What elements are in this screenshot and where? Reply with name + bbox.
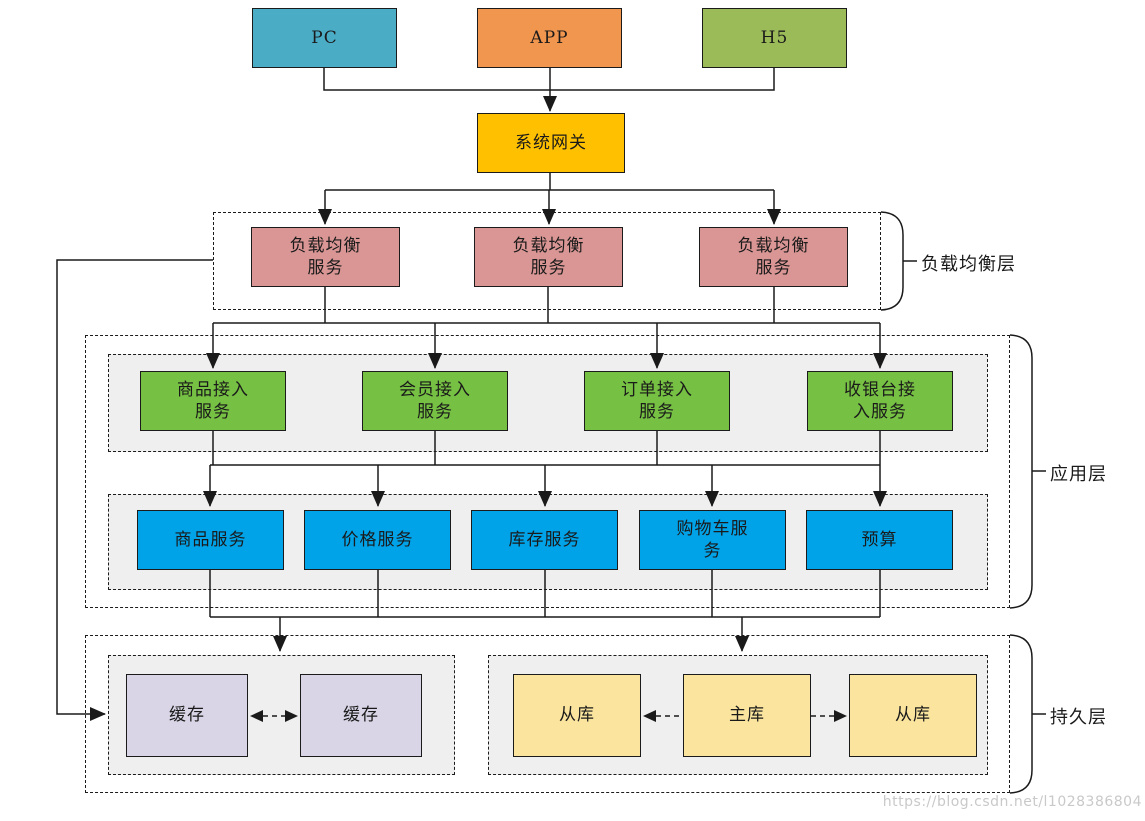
load-balancer-layer-label: 负载均衡层 xyxy=(921,254,1016,275)
node-cashier-access-service: 收银台接 入服务 xyxy=(807,371,953,431)
wire-clients-bus xyxy=(323,68,775,91)
persistence-layer-brace xyxy=(1009,634,1046,794)
app-layer-brace xyxy=(1009,334,1046,609)
node-slave-db-2: 从库 xyxy=(849,674,977,757)
node-load-balancer-2: 负载均衡 服务 xyxy=(474,227,623,287)
node-slave-db-1: 从库 xyxy=(513,674,641,757)
node-master-db: 主库 xyxy=(683,674,811,757)
node-order-access-service: 订单接入 服务 xyxy=(584,371,730,431)
node-price-service: 价格服务 xyxy=(304,510,451,570)
application-layer-label: 应用层 xyxy=(1050,464,1107,485)
persistence-layer-label: 持久层 xyxy=(1050,707,1107,728)
node-cache-1: 缓存 xyxy=(126,674,248,757)
csdn-watermark: https://blog.csdn.net/l1028386804 xyxy=(882,794,1142,810)
node-app: APP xyxy=(477,8,622,68)
node-member-access-service: 会员接入 服务 xyxy=(362,371,508,431)
node-cart-service: 购物车服 务 xyxy=(639,510,786,570)
node-pc: PC xyxy=(252,8,397,68)
node-load-balancer-1: 负载均衡 服务 xyxy=(251,227,400,287)
node-inventory-service: 库存服务 xyxy=(471,510,618,570)
wire-gateway-bus xyxy=(325,173,774,191)
node-h5: H5 xyxy=(702,8,847,68)
node-product-service: 商品服务 xyxy=(137,510,284,570)
node-load-balancer-3: 负载均衡 服务 xyxy=(699,227,848,287)
node-product-access-service: 商品接入 服务 xyxy=(140,371,286,431)
node-cache-2: 缓存 xyxy=(300,674,422,757)
node-system-gateway: 系统网关 xyxy=(477,113,625,173)
node-budget-service: 预算 xyxy=(806,510,953,570)
lb-layer-brace xyxy=(880,211,917,311)
